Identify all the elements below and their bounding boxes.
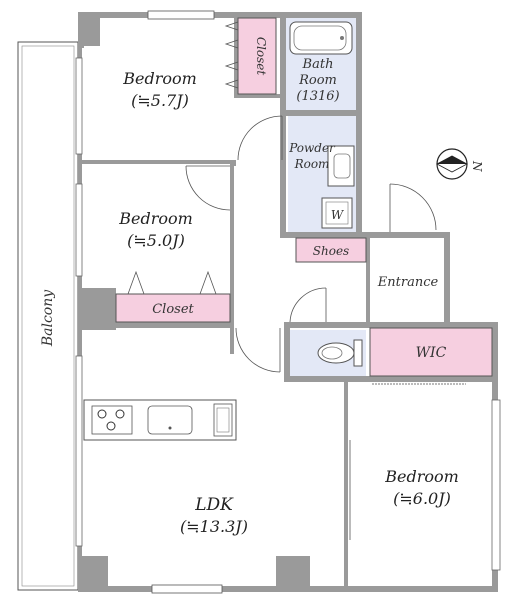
wic — [369, 327, 493, 377]
entrance-label: Entrance — [377, 275, 439, 290]
kitchen-counter — [83, 399, 237, 441]
closet-mid-label: Closet — [152, 302, 194, 317]
balcony-label: Balcony — [40, 289, 56, 347]
washbasin-icon — [327, 145, 355, 187]
bedroom-top-name: Bedroom — [122, 69, 197, 88]
compass-label: N — [470, 160, 484, 172]
bedroom-mid-name: Bedroom — [118, 209, 193, 228]
shoes-label: Shoes — [313, 244, 349, 258]
bath-label-3: (1316) — [296, 89, 339, 104]
powder-label-2: Room — [294, 157, 330, 171]
ldk-size: (≒13.3J) — [180, 517, 248, 536]
wic-label: WIC — [416, 345, 447, 361]
bath-label-1: Bath — [302, 57, 334, 72]
closet-top-doors — [224, 21, 239, 89]
bathtub-icon — [289, 21, 353, 55]
bedroom-top-size: (≒5.7J) — [131, 91, 189, 110]
compass-icon: N — [436, 148, 484, 180]
washer-label: W — [331, 208, 345, 222]
windows — [75, 10, 501, 594]
bedroom-mid-size: (≒5.0J) — [127, 231, 185, 250]
bedroom-right-name: Bedroom — [384, 467, 459, 486]
powder-label-1: Powder — [288, 141, 336, 155]
closet-mid — [115, 293, 231, 323]
bath-label-2: Room — [298, 73, 337, 88]
ldk-name: LDK — [194, 495, 234, 515]
shoes-cabinet — [295, 237, 367, 263]
closet-top-label: Closet — [254, 37, 268, 76]
closet-top — [237, 17, 277, 95]
door-swings — [185, 115, 437, 540]
bedroom-right-size: (≒6.0J) — [393, 489, 451, 508]
toilet-icon — [317, 339, 363, 367]
washer-icon — [321, 197, 353, 229]
closet-mid-doors — [127, 270, 217, 295]
